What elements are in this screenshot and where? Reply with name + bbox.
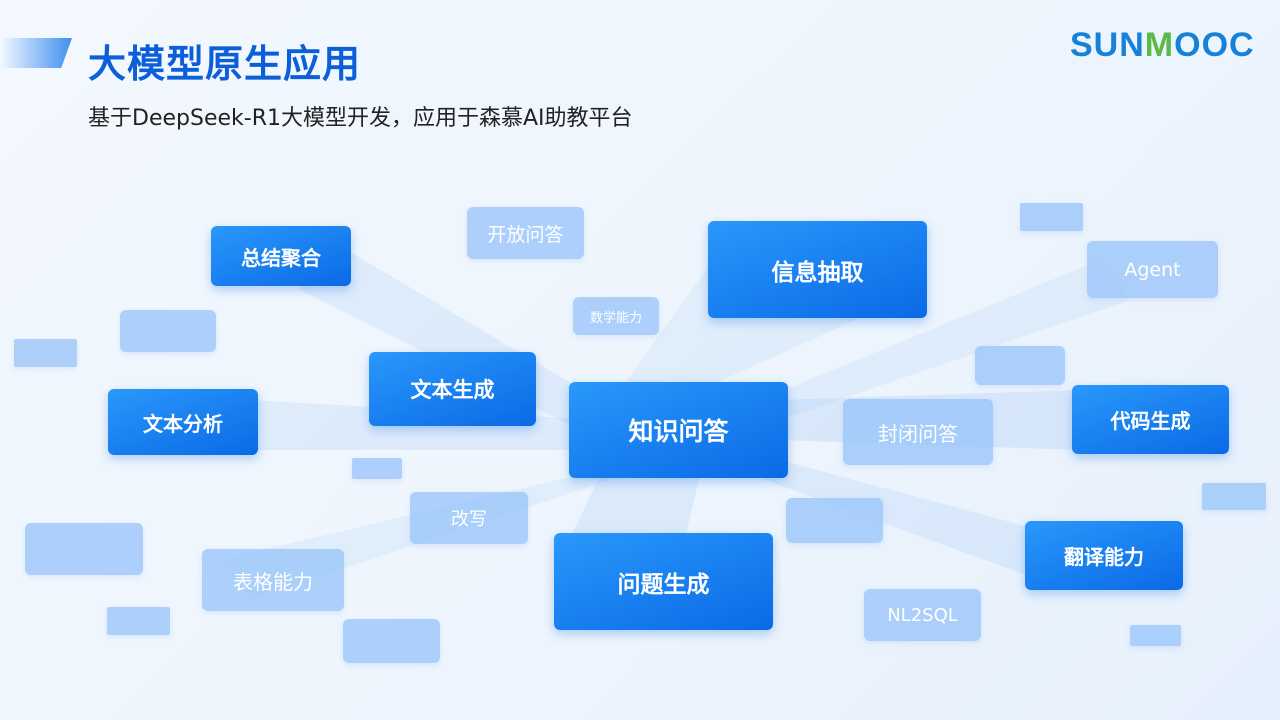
decor-tile (343, 619, 440, 663)
tile-question-generation: 问题生成 (554, 533, 773, 630)
decor-tile (1130, 625, 1181, 646)
decor-tile (1202, 483, 1266, 510)
tile-info-extraction: 信息抽取 (708, 221, 927, 318)
tile-rewrite: 改写 (410, 492, 528, 544)
tile-agent: Agent (1087, 241, 1218, 298)
tile-text-analysis: 文本分析 (108, 389, 258, 455)
decor-tile (120, 310, 216, 352)
tile-open-qa: 开放问答 (467, 207, 584, 259)
tile-code-generation: 代码生成 (1072, 385, 1229, 454)
tile-text-generation: 文本生成 (369, 352, 536, 426)
decor-tile (25, 523, 143, 575)
tile-nl2sql: NL2SQL (864, 589, 981, 641)
decor-tile (107, 607, 170, 635)
header-decoration (0, 38, 72, 68)
decor-tile (1020, 203, 1083, 231)
decor-tile (975, 346, 1065, 385)
tile-math: 数学能力 (573, 297, 659, 335)
tile-knowledge-qa: 知识问答 (569, 382, 788, 478)
tile-translation: 翻译能力 (1025, 521, 1183, 590)
decor-tile (14, 339, 77, 367)
sunmooc-logo: SUNMOOC (1070, 26, 1255, 64)
decor-tile (352, 458, 402, 479)
tile-table: 表格能力 (202, 549, 344, 611)
tile-summary: 总结聚合 (211, 226, 351, 286)
tile-closed-qa: 封闭问答 (843, 399, 993, 465)
decor-tile (786, 498, 883, 543)
page-title: 大模型原生应用 (88, 42, 362, 86)
page-subtitle: 基于DeepSeek-R1大模型开发，应用于森慕AI助教平台 (88, 106, 633, 131)
